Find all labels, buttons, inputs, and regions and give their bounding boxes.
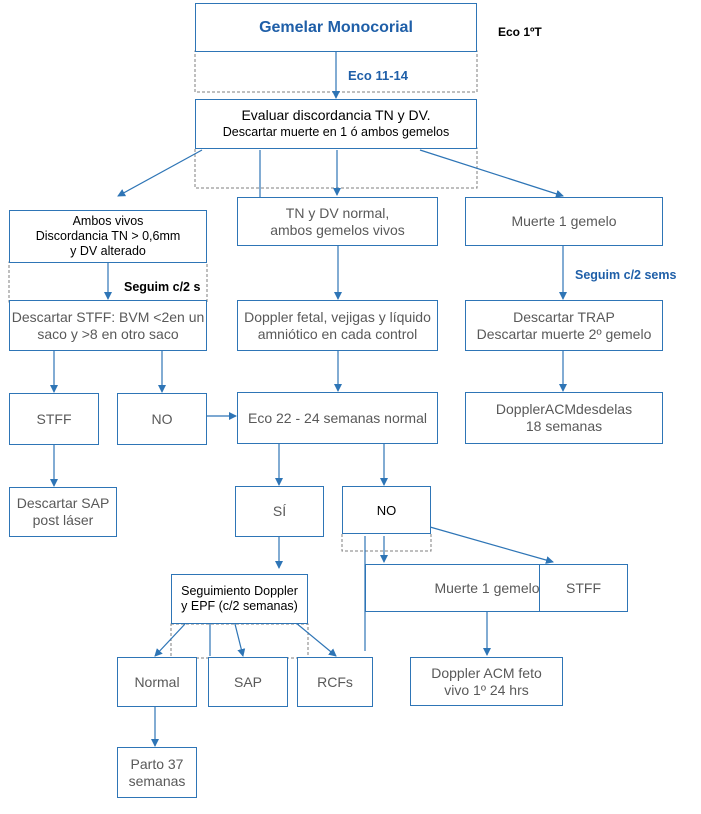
box-text: Descartar SAP: [16, 495, 110, 511]
box-text: post láser: [32, 512, 94, 528]
box-rcfs: RCFs: [297, 657, 373, 707]
box-text: Normal: [134, 673, 180, 690]
box-doppler-acm-18: DopplerACMdesdelas 18 semanas: [465, 392, 663, 444]
box-stff-right: STFF: [539, 564, 628, 612]
dashed-guide: [194, 147, 478, 189]
box-text: vivo 1º 24 hrs: [444, 681, 529, 698]
box-text: STFF: [36, 410, 72, 427]
box-text: Seguimiento Doppler: [181, 584, 298, 598]
box-descartar-trap: Descartar TRAP Descartar muerte 2º gemel…: [465, 300, 663, 351]
box-muerte-1-gemelo-top: Muerte 1 gemelo: [465, 197, 663, 246]
box-text: Parto 37: [130, 755, 184, 772]
box-stff-left: STFF: [9, 393, 99, 445]
box-text: Muerte 1 gemelo: [434, 579, 540, 596]
box-text: STFF: [566, 579, 601, 596]
arrow-seg-to-sap: [234, 623, 246, 657]
dashed-guide: [341, 532, 432, 552]
box-si: SÍ: [235, 486, 324, 537]
box-doppler-fetal: Doppler fetal, vejigas y líquido amnióti…: [237, 300, 438, 351]
box-text: Doppler fetal, vejigas y líquido: [244, 308, 431, 325]
arrow-seg-to-normal: [154, 623, 186, 657]
box-no-mid: NO: [342, 486, 431, 534]
box-eco-22-24: Eco 22 - 24 semanas normal: [237, 392, 438, 444]
box-text: Ambos vivos: [72, 214, 144, 228]
box-text: y DV alterado: [70, 244, 146, 258]
arrows: [50, 52, 567, 747]
box-descartar-sap: Descartar SAP post láser: [9, 487, 117, 537]
box-text: ambos gemelos vivos: [270, 221, 405, 238]
box-normal: Normal: [117, 657, 197, 707]
arrow-seg-to-rcfs: [289, 617, 337, 657]
box-text: Doppler ACM feto: [431, 664, 542, 681]
box-text: Gemelar Monocorial: [259, 19, 413, 36]
box-text: SÍ: [272, 503, 287, 519]
box-text: Evaluar discordancia TN y DV.: [241, 107, 431, 123]
box-sap: SAP: [208, 657, 288, 707]
label-eco-11-14: Eco 11-14: [348, 68, 408, 83]
label-eco-1t: Eco 1ºT: [498, 25, 542, 39]
box-text: NO: [151, 410, 173, 427]
box-text: Descartar muerte 2º gemelo: [476, 325, 652, 342]
box-text: RCFs: [317, 673, 353, 690]
box-parto-37: Parto 37 semanas: [117, 747, 197, 798]
box-text: Discordancia TN > 0,6mm: [35, 229, 181, 243]
box-text: DopplerACMdesdelas: [495, 401, 633, 417]
box-gemelar-monocorial: Gemelar Monocorial: [195, 3, 477, 52]
box-ambos-vivos: Ambos vivos Discordancia TN > 0,6mm y DV…: [9, 210, 207, 263]
box-text: saco y >8 en otro saco: [37, 325, 179, 342]
box-text: Descartar muerte en 1 ó ambos gemelos: [222, 125, 450, 139]
dashed-guide: [170, 623, 309, 659]
box-evaluar-discordancia: Evaluar discordancia TN y DV. Descartar …: [195, 99, 477, 149]
arrow-no-to-stff: [429, 526, 554, 564]
box-text: Eco 22 - 24 semanas normal: [248, 409, 427, 426]
label-seguim-c2s: Seguim c/2 s: [124, 280, 201, 294]
box-text: NO: [376, 502, 397, 518]
box-text: y EPF (c/2 semanas): [181, 599, 298, 613]
box-text: Descartar STFF: BVM <2en un: [11, 308, 205, 325]
box-tn-dv-normal: TN y DV normal, ambos gemelos vivos: [237, 197, 438, 246]
box-doppler-acm-feto: Doppler ACM feto vivo 1º 24 hrs: [410, 657, 563, 706]
box-descartar-stff: Descartar STFF: BVM <2en un saco y >8 en…: [9, 300, 207, 351]
box-seguimiento-doppler: Seguimiento Doppler y EPF (c/2 semanas): [171, 574, 308, 624]
box-text: Descartar TRAP: [513, 308, 615, 325]
box-no-left: NO: [117, 393, 207, 445]
box-text: SAP: [233, 673, 262, 690]
box-text: Muerte 1 gemelo: [511, 213, 617, 229]
box-text: TN y DV normal,: [285, 204, 390, 221]
box-text: semanas: [128, 772, 186, 789]
arrow-evaluar-to-muerte1: [419, 149, 564, 198]
label-seguim-c2sems: Seguim c/2 sems: [575, 268, 677, 282]
arrow-evaluar-to-ambos: [117, 149, 203, 197]
box-text: amniótico en cada control: [257, 325, 418, 342]
box-text: 18 semanas: [525, 418, 603, 434]
